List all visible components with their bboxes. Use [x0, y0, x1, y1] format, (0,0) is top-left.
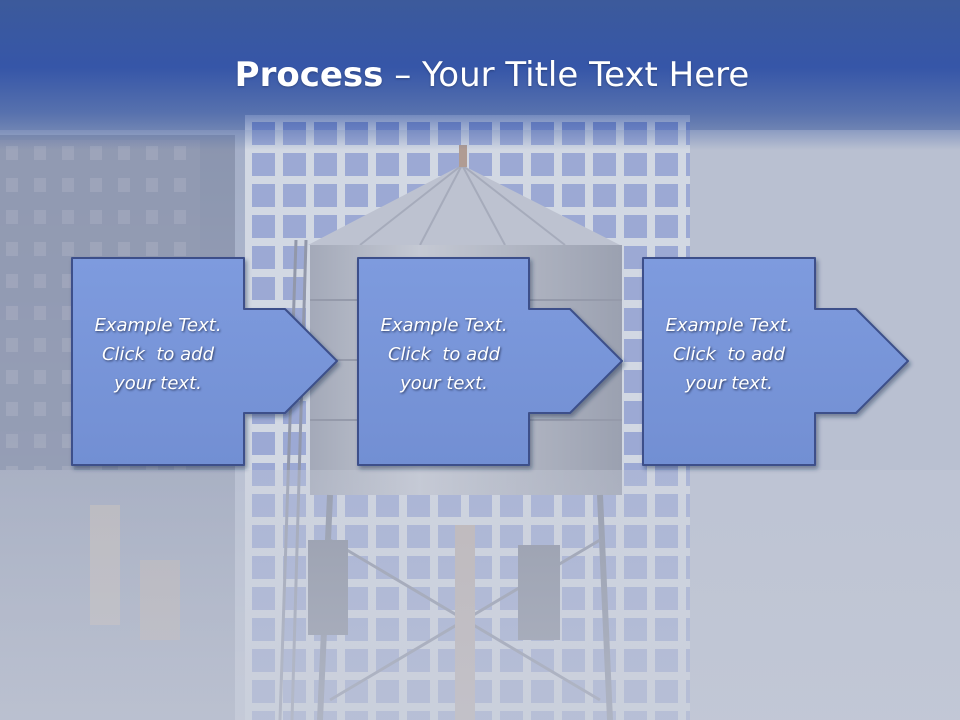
slide-title[interactable]: Process – Your Title Text Here [0, 52, 960, 98]
step-3-line-1: Example Text. [665, 315, 793, 336]
process-step-3[interactable] [642, 257, 909, 466]
process-step-2[interactable] [357, 257, 623, 466]
title-band [0, 0, 960, 150]
title-separator: – [394, 55, 423, 95]
process-step-1-text[interactable]: Example Text. Click to add your text. [72, 311, 244, 398]
step-1-line-1: Example Text. [94, 315, 222, 336]
process-step-2-shape[interactable] [357, 257, 623, 466]
process-step-1-shape[interactable] [71, 257, 338, 466]
step-2-line-2: Click to add [387, 344, 500, 365]
process-step-3-shape[interactable] [642, 257, 909, 466]
process-step-2-text[interactable]: Example Text. Click to add your text. [358, 311, 530, 398]
process-step-1[interactable] [71, 257, 338, 466]
title-rest: Your Title Text Here [422, 55, 750, 95]
step-3-line-2: Click to add [672, 344, 785, 365]
step-3-line-3: your text. [685, 373, 773, 394]
step-1-line-3: your text. [114, 373, 202, 394]
step-2-line-1: Example Text. [380, 315, 508, 336]
step-2-line-3: your text. [400, 373, 488, 394]
step-1-line-2: Click to add [101, 344, 214, 365]
title-bold: Process [234, 55, 384, 95]
process-step-3-text[interactable]: Example Text. Click to add your text. [643, 311, 815, 398]
